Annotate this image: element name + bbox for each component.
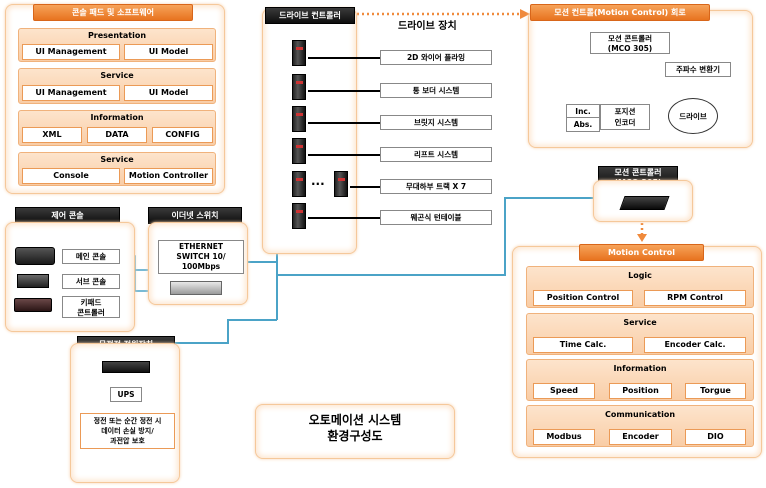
ui-model-box: UI Model	[124, 85, 213, 101]
device-connector	[308, 217, 380, 219]
mco-device-image	[619, 196, 670, 210]
data-box: DATA	[87, 127, 147, 143]
section-title: Logic	[628, 271, 652, 280]
device-connector	[350, 186, 380, 188]
device-connector	[308, 154, 380, 156]
speed-box: Speed	[533, 383, 595, 399]
motion-circuit-title: 모션 컨트롤(Motion Control) 회로	[530, 4, 710, 21]
mc-section-service: Service Time Calc. Encoder Calc.	[526, 313, 754, 355]
ups-device-image	[102, 361, 150, 373]
position-box: Position	[609, 383, 672, 399]
drive-cabinet	[292, 106, 306, 132]
ellipsis-dots: ...	[311, 174, 325, 188]
arrow-head-down	[637, 234, 647, 242]
ui-model-box: UI Model	[124, 44, 213, 60]
dio-box: DIO	[685, 429, 746, 445]
mc-section-logic: Logic Position Control RPM Control	[526, 266, 754, 308]
frequency-converter-box: 주파수 변환기	[665, 62, 731, 77]
drive-circle	[668, 98, 718, 134]
motion-control-title: Motion Control	[579, 244, 704, 261]
config-box: CONFIG	[152, 127, 213, 143]
console-section-information: Information XML DATA CONFIG	[18, 110, 216, 146]
main-console-box: 메인 콘솔	[62, 249, 120, 264]
ups-box: UPS	[110, 387, 142, 402]
device-box-border-system: 통 보더 시스템	[380, 83, 492, 98]
console-software-title: 콘솔 패드 및 소프트웨어	[33, 4, 193, 21]
section-title: Communication	[604, 410, 676, 419]
console-section-service: Service UI Management UI Model	[18, 68, 216, 104]
drive-cabinet	[292, 40, 306, 66]
motion-controller-box: Motion Controller	[124, 168, 213, 184]
drive-controller-panel	[262, 8, 357, 254]
section-title: Service	[100, 155, 134, 164]
drive-controller-title: 드라이브 컨트롤러	[265, 7, 355, 24]
main-console-image	[15, 247, 55, 265]
section-title: Service	[100, 71, 134, 80]
section-title: Presentation	[87, 31, 147, 40]
device-box-wire-flying: 2D 와이어 플라잉	[380, 50, 492, 65]
drive-cabinet	[334, 171, 348, 197]
drive-device-label: 드라이브 장치	[398, 21, 457, 32]
system-title-panel	[255, 404, 455, 459]
device-connector	[308, 122, 380, 124]
console-box: Console	[22, 168, 120, 184]
torque-box: Torgue	[685, 383, 746, 399]
ui-management-box: UI Management	[22, 44, 120, 60]
encoder-box: Encoder	[609, 429, 672, 445]
drive-cabinet	[292, 203, 306, 229]
device-box-wagon-turntable: 웨곤식 턴테이블	[380, 210, 492, 225]
modbus-box: Modbus	[533, 429, 595, 445]
encoder-calc-box: Encoder Calc.	[644, 337, 746, 353]
console-section-presentation: Presentation UI Management UI Model	[18, 28, 216, 62]
mc-section-communication: Communication Modbus Encoder DIO	[526, 405, 754, 447]
sub-console-image	[17, 274, 49, 288]
drive-label: 드라이브	[679, 112, 707, 121]
keypad-controller-box: 키패드 콘트롤러	[62, 296, 120, 318]
drive-cabinet	[292, 74, 306, 100]
console-section-service-2: Service Console Motion Controller	[18, 152, 216, 186]
device-connector	[308, 57, 380, 59]
system-title: 오토메이션 시스템 환경구성도	[308, 413, 402, 443]
mc-section-information: Information Speed Position Torgue	[526, 359, 754, 401]
motion-controller-box: 모션 콘트롤러 (MCO 305)	[590, 32, 670, 54]
sub-console-box: 서브 콘솔	[62, 274, 120, 289]
section-title: Information	[613, 364, 667, 373]
ethernet-switch-box: ETHERNET SWITCH 10/ 100Mbps	[158, 240, 244, 274]
device-box-lift-system: 리프트 시스템	[380, 147, 492, 162]
keypad-image	[14, 298, 52, 312]
drive-cabinet	[292, 138, 306, 164]
ui-management-box: UI Management	[22, 85, 120, 101]
xml-box: XML	[22, 127, 82, 143]
section-title: Information	[90, 113, 144, 122]
device-box-bridge-system: 브릿지 시스템	[380, 115, 492, 130]
device-box-under-stage-track: 무대하부 트랙 X 7	[380, 179, 492, 194]
position-encoder-box: 포지션 인코더	[600, 104, 650, 130]
rpm-control-box: RPM Control	[644, 290, 746, 306]
arrow-head	[520, 9, 530, 19]
switch-device-image	[170, 281, 222, 295]
position-control-box: Position Control	[533, 290, 633, 306]
device-connector	[308, 90, 380, 92]
ups-description: 정전 또는 순간 정전 시 데이터 손실 방지/ 과전압 보호	[80, 413, 175, 449]
time-calc-box: Time Calc.	[533, 337, 633, 353]
section-title: Service	[623, 318, 657, 327]
abs-box: Abs.	[566, 117, 600, 132]
drive-cabinet	[292, 171, 306, 197]
